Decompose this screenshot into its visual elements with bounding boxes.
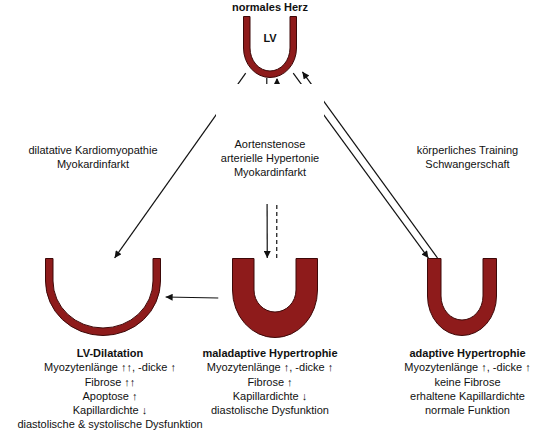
feature-line: Fibrose ↑↑: [0, 375, 220, 389]
ventricle-node: normales HerzLV: [195, 0, 345, 80]
chamber-label: LV: [195, 32, 345, 44]
ventricle-wall: [244, 17, 297, 78]
ventricle-shape: [232, 258, 318, 338]
edge-label: dilatative Kardiomyopathie Myokardinfark…: [18, 143, 168, 171]
feature-line: diastolische Dysfunktion: [190, 403, 350, 417]
feature-line: Kapillardichte ↓: [0, 403, 220, 417]
heart-title: normales Herz: [195, 1, 345, 13]
feature-line: Kapillardichte ↓: [190, 389, 350, 403]
ventricle-shape: [45, 258, 161, 336]
edge-label: körperliches Training Schwangerschaft: [410, 143, 525, 171]
edge-label: Aortenstenose arterielle Hypertonie Myok…: [216, 84, 324, 204]
ventricle-node: LV-DilatationMyozytenlänge ↑↑, -dicke ↑F…: [0, 250, 220, 440]
text-stack: adaptive HypertrophieMyozytenlänge ↑, -d…: [395, 346, 540, 417]
ventricle-node: maladaptive HypertrophieMyozytenlänge ↑,…: [190, 250, 350, 440]
stage-title: adaptive Hypertrophie: [395, 346, 540, 360]
transition-arrow: [166, 297, 219, 298]
ventricle-shape: [243, 16, 297, 78]
ventricle-wall: [233, 259, 318, 338]
feature-line: erhaltene Kapillardichte: [395, 389, 540, 403]
ventricle-node: adaptive HypertrophieMyozytenlänge ↑, -d…: [395, 250, 540, 440]
ventricle-wall: [46, 259, 161, 336]
stage-title: LV-Dilatation: [0, 346, 220, 360]
feature-line: Fibrose ↑: [190, 375, 350, 389]
feature-line: Myozytenlänge ↑, -dicke ↑: [190, 360, 350, 374]
feature-line: Myozytenlänge ↑, -dicke ↑: [395, 360, 540, 374]
feature-line: diastolische & systolische Dysfunktion: [0, 417, 220, 431]
feature-line: normale Funktion: [395, 403, 540, 417]
feature-line: Apoptose ↑: [0, 389, 220, 403]
feature-line: Myozytenlänge ↑↑, -dicke ↑: [0, 360, 220, 374]
text-stack: LV-DilatationMyozytenlänge ↑↑, -dicke ↑F…: [0, 346, 220, 432]
ventricle-shape: [427, 258, 497, 336]
text-stack: maladaptive HypertrophieMyozytenlänge ↑,…: [190, 346, 350, 417]
feature-line: keine Fibrose: [395, 375, 540, 389]
ventricle-wall: [428, 259, 497, 336]
stage-title: maladaptive Hypertrophie: [190, 346, 350, 360]
